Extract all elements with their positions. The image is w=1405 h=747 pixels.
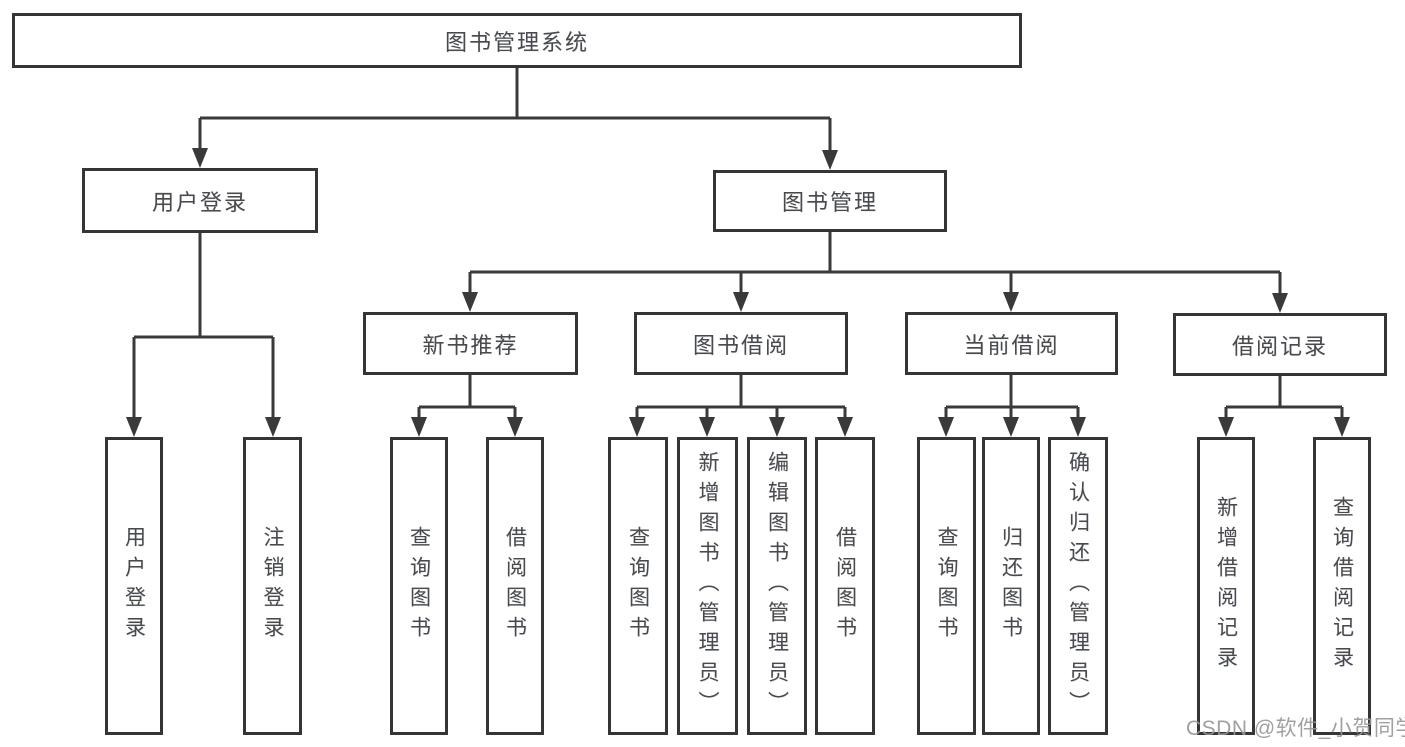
leaf-edit-books-admin-label: 编辑图书（管理员） bbox=[765, 451, 789, 721]
node-user-login-label: 用户登录 bbox=[151, 189, 248, 215]
leaf-query-books-2: 查询图书 bbox=[608, 437, 668, 735]
connector-bookmgmt-to-level3 bbox=[468, 232, 1282, 294]
leaf-query-books-2-label: 查询图书 bbox=[626, 526, 650, 646]
node-current-borrow-label: 当前借阅 bbox=[963, 332, 1060, 358]
arrowhead bbox=[411, 417, 427, 437]
connector-current-to-leaves bbox=[944, 375, 1080, 418]
node-new-book-recommend-label: 新书推荐 bbox=[422, 332, 519, 358]
connector-root-to-level2 bbox=[198, 68, 832, 152]
arrowhead bbox=[1334, 417, 1350, 437]
leaf-query-books-1: 查询图书 bbox=[390, 437, 448, 735]
leaf-query-borrow-record-label: 查询借阅记录 bbox=[1330, 496, 1354, 676]
watermark: CSDN @软件_小贺同学 bbox=[1186, 717, 1405, 740]
arrowhead bbox=[938, 417, 954, 437]
arrowhead bbox=[1003, 417, 1019, 437]
arrowhead bbox=[507, 417, 523, 437]
node-new-book-recommend: 新书推荐 bbox=[363, 312, 578, 375]
leaf-add-books-admin-label: 新增图书（管理员） bbox=[696, 451, 719, 721]
node-book-borrow-label: 图书借阅 bbox=[692, 332, 789, 358]
arrowhead bbox=[733, 292, 749, 312]
node-book-management: 图书管理 bbox=[713, 170, 947, 232]
arrowhead bbox=[699, 417, 715, 437]
arrowhead bbox=[1272, 293, 1288, 313]
leaf-borrow-books-1: 借阅图书 bbox=[486, 437, 544, 735]
node-user-login: 用户登录 bbox=[82, 168, 318, 233]
leaf-query-books-3-label: 查询图书 bbox=[935, 526, 958, 646]
leaf-add-borrow-record-label: 新增借阅记录 bbox=[1214, 496, 1238, 676]
arrowhead bbox=[192, 148, 208, 168]
leaf-user-login: 用户登录 bbox=[105, 437, 163, 735]
arrowhead bbox=[1070, 417, 1086, 437]
arrowhead bbox=[1218, 417, 1234, 437]
connector-userlogin-to-leaves bbox=[132, 233, 275, 418]
arrowhead bbox=[769, 417, 785, 437]
leaf-add-borrow-record: 新增借阅记录 bbox=[1197, 437, 1255, 735]
leaf-borrow-books-1-label: 借阅图书 bbox=[503, 526, 527, 646]
node-root-label: 图书管理系统 bbox=[444, 29, 589, 55]
leaf-query-borrow-record: 查询借阅记录 bbox=[1313, 437, 1371, 735]
arrowhead bbox=[265, 417, 281, 437]
connector-newbook-to-leaves bbox=[417, 375, 517, 418]
arrowhead bbox=[126, 417, 142, 437]
arrowhead bbox=[462, 292, 478, 312]
node-borrow-records: 借阅记录 bbox=[1173, 313, 1387, 376]
leaf-confirm-return-admin: 确认归还（管理员） bbox=[1048, 437, 1108, 735]
node-book-borrow: 图书借阅 bbox=[634, 312, 848, 375]
leaf-return-books-label: 归还图书 bbox=[999, 526, 1023, 646]
arrowhead bbox=[629, 417, 645, 437]
leaf-logout: 注销登录 bbox=[243, 437, 302, 735]
leaf-return-books: 归还图书 bbox=[982, 437, 1040, 735]
node-root: 图书管理系统 bbox=[12, 13, 1022, 68]
connector-records-to-leaves bbox=[1224, 376, 1344, 418]
arrowhead bbox=[837, 417, 853, 437]
leaf-query-books-1-label: 查询图书 bbox=[407, 526, 431, 646]
leaf-edit-books-admin: 编辑图书（管理员） bbox=[747, 437, 807, 735]
leaf-confirm-return-admin-label: 确认归还（管理员） bbox=[1066, 451, 1090, 721]
arrowhead bbox=[822, 150, 838, 170]
node-current-borrow: 当前借阅 bbox=[905, 312, 1118, 375]
leaf-borrow-books-2: 借阅图书 bbox=[815, 437, 875, 735]
node-borrow-records-label: 借阅记录 bbox=[1231, 333, 1328, 359]
leaf-user-login-label: 用户登录 bbox=[122, 526, 146, 646]
arrowhead bbox=[1003, 292, 1019, 312]
node-book-management-label: 图书管理 bbox=[781, 190, 878, 215]
leaf-add-books-admin: 新增图书（管理员） bbox=[677, 437, 738, 735]
connector-borrow-to-leaves bbox=[635, 375, 847, 418]
leaf-borrow-books-2-label: 借阅图书 bbox=[833, 526, 857, 646]
leaf-query-books-3: 查询图书 bbox=[917, 437, 976, 735]
leaf-logout-label: 注销登录 bbox=[261, 526, 284, 646]
